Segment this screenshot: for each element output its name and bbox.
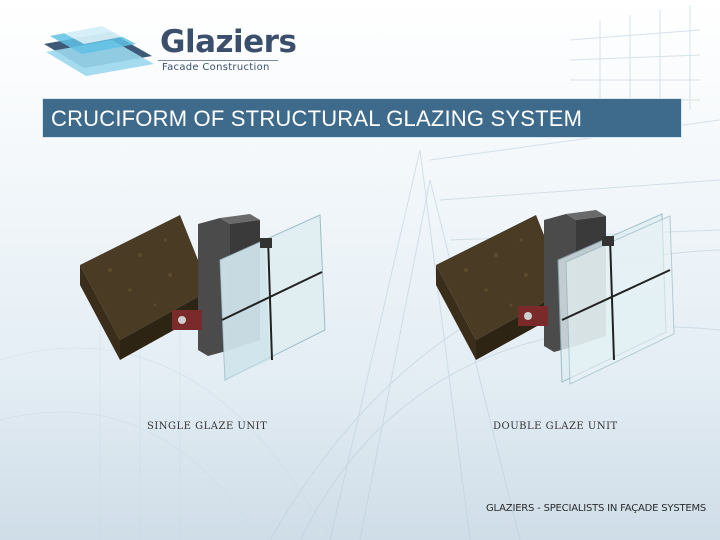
logo-wordmark: Glaziers [160, 24, 297, 60]
double-glaze-caption: DOUBLE GLAZE UNIT [493, 421, 618, 432]
logo-tagline: Facade Construction [162, 62, 270, 73]
footer-tagline: GLAZIERS - SPECIALISTS IN FAÇADE SYSTEMS [486, 503, 707, 514]
logo-divider [158, 60, 278, 61]
single-glaze-unit-illustration [80, 214, 326, 381]
double-glaze-unit-illustration [436, 210, 675, 385]
slide-title: CRUCIFORM OF STRUCTURAL GLAZING SYSTEM [51, 106, 583, 131]
single-glaze-caption: SINGLE GLAZE UNIT [147, 421, 268, 432]
company-logo: Glaziers Facade Construction [40, 18, 297, 90]
glass-panels-icon [44, 22, 154, 76]
slide-title-bar: CRUCIFORM OF STRUCTURAL GLAZING SYSTEM [42, 98, 682, 138]
